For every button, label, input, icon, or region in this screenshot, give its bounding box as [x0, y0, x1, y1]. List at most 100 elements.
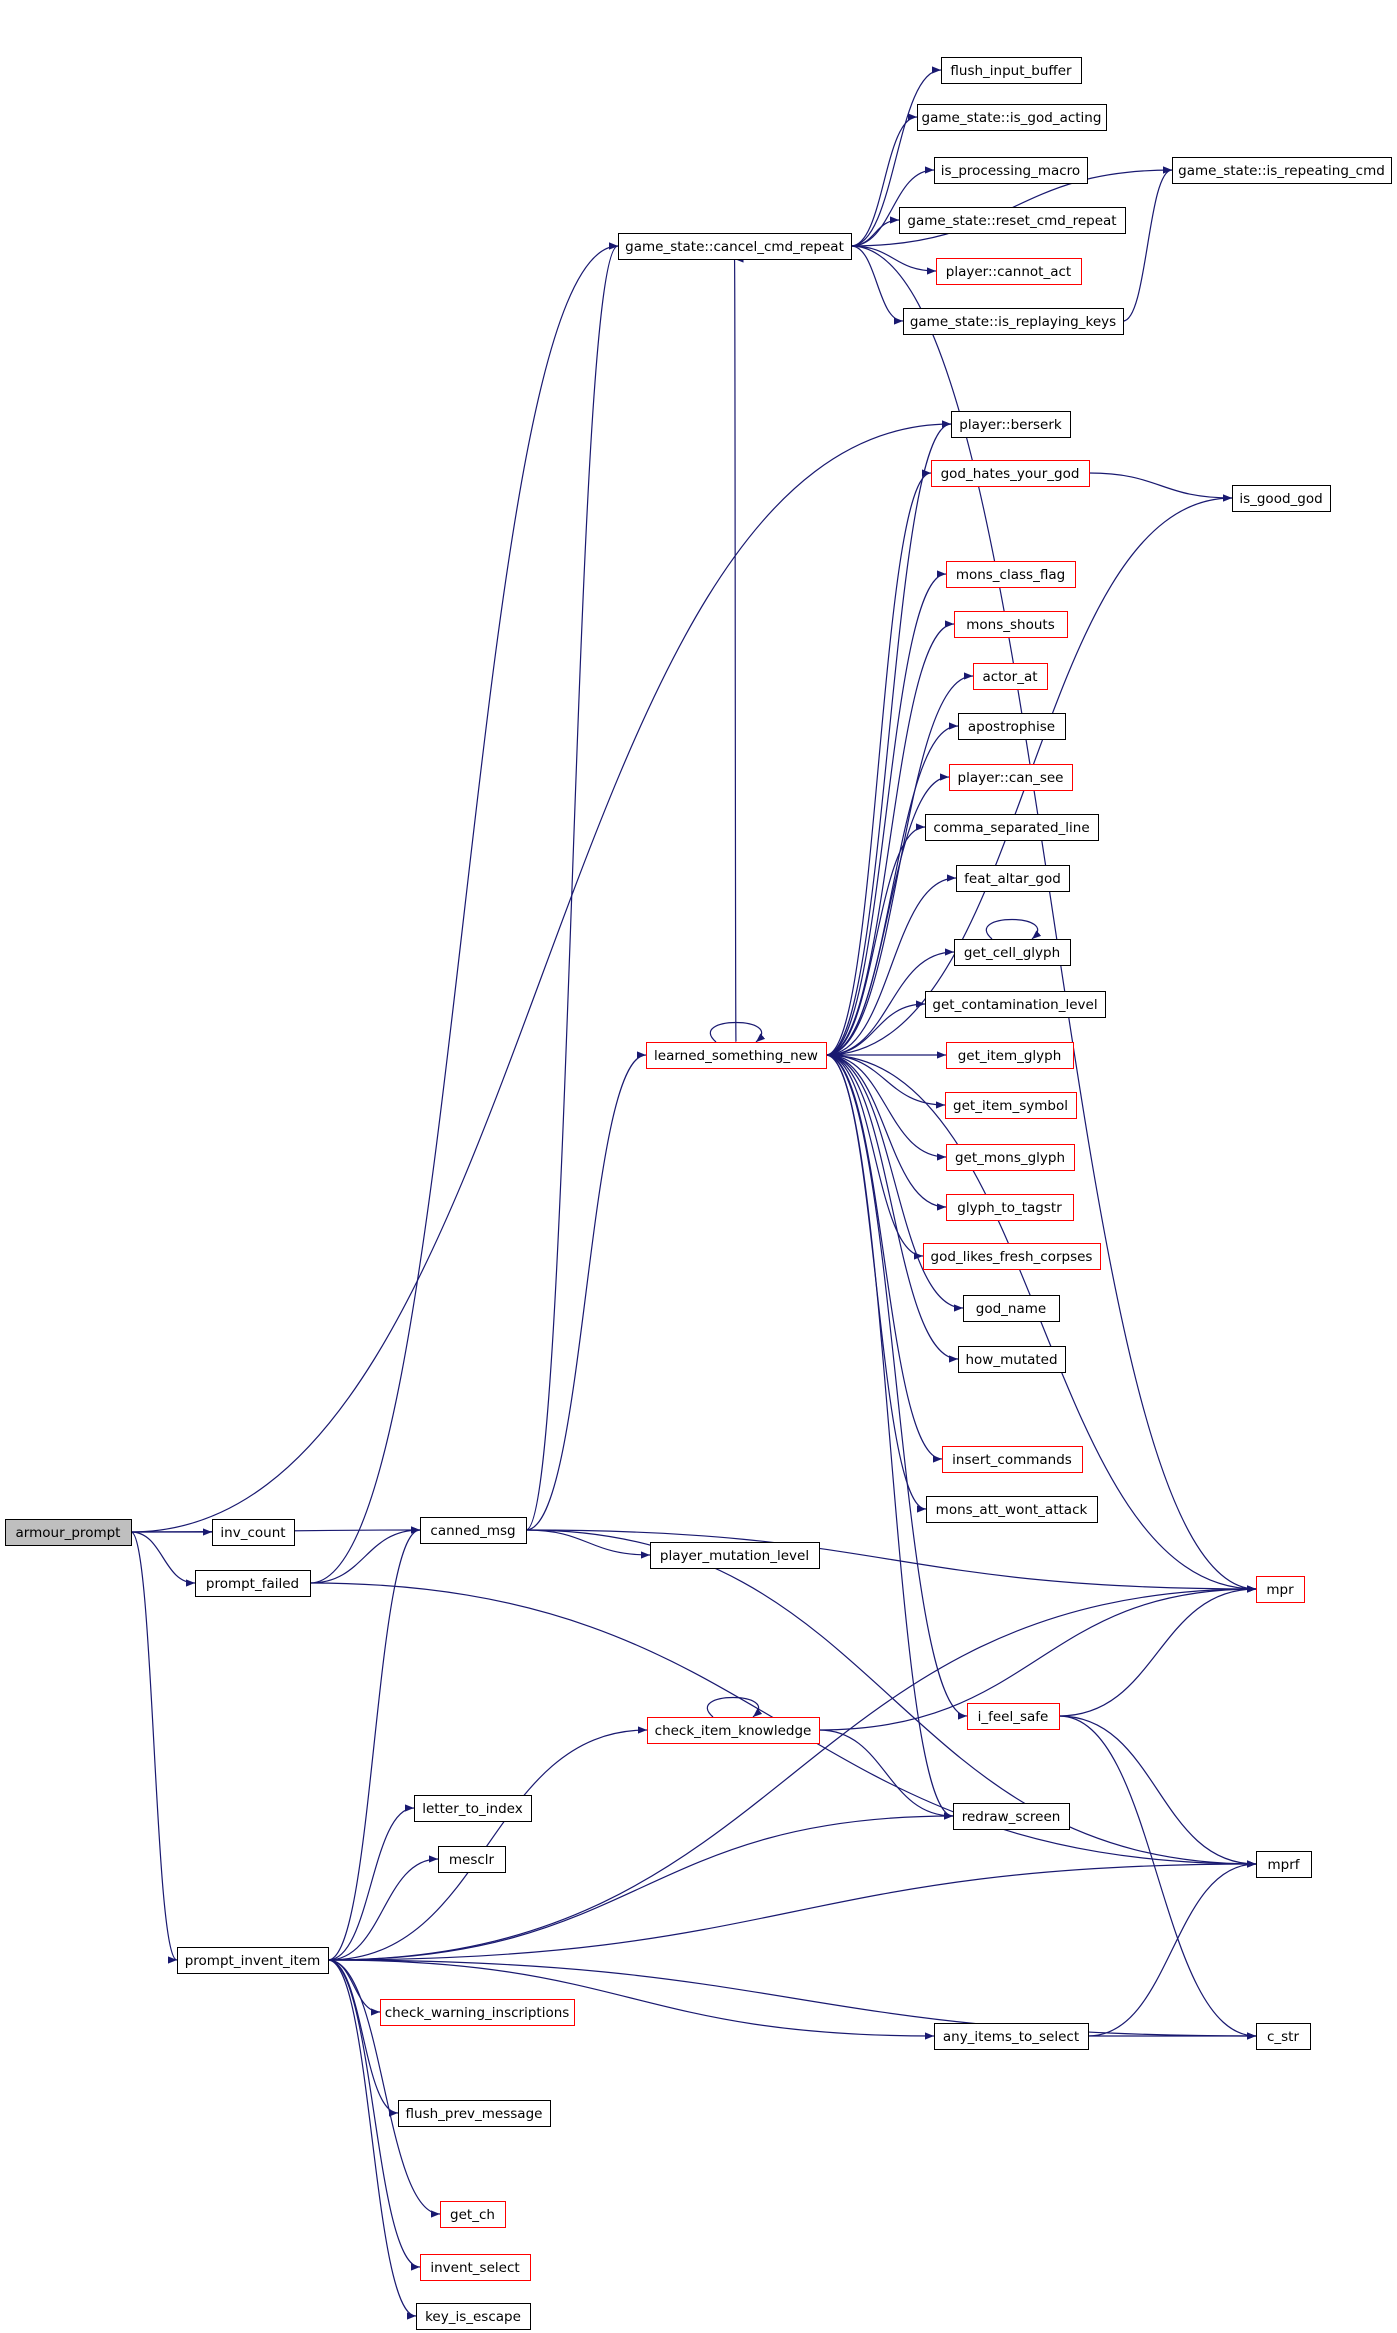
node-box — [899, 207, 1126, 234]
node-label: armour_prompt — [16, 1525, 121, 1541]
node-can-see[interactable]: player::can_see — [949, 764, 1073, 791]
node-get-item-glyph[interactable]: get_item_glyph — [946, 1042, 1074, 1069]
node-label: is_good_god — [1239, 491, 1322, 507]
node-get-mons-glyph[interactable]: get_mons_glyph — [946, 1144, 1075, 1171]
node-box — [380, 1999, 575, 2026]
node-apostrophise[interactable]: apostrophise — [958, 713, 1066, 740]
node-mprf[interactable]: mprf — [1256, 1851, 1312, 1878]
node-box — [1256, 1851, 1312, 1878]
node-box — [1172, 157, 1392, 184]
node-box — [931, 460, 1090, 487]
node-label: redraw_screen — [962, 1809, 1061, 1825]
edge-learned_something_new-to-berserk — [825, 420, 952, 1056]
node-cancel-cmd-repeat[interactable]: game_state::cancel_cmd_repeat — [618, 233, 852, 260]
node-box — [973, 663, 1048, 690]
node-is-replaying-keys[interactable]: game_state::is_replaying_keys — [903, 308, 1124, 335]
node-box — [1256, 1576, 1305, 1603]
node-box — [420, 1517, 527, 1544]
node-box — [917, 104, 1107, 131]
node-label: mons_class_flag — [956, 567, 1065, 583]
node-is-good-god[interactable]: is_good_god — [1232, 485, 1331, 512]
edge-prompt_invent_item-to-flush_prev_message — [327, 1959, 399, 2117]
node-box — [1256, 2023, 1311, 2050]
node-mons-att-wont-attack[interactable]: mons_att_wont_attack — [926, 1496, 1098, 1523]
node-get-ch[interactable]: get_ch — [440, 2201, 506, 2228]
node-letter-to-index[interactable]: letter_to_index — [414, 1795, 532, 1822]
node-label: prompt_failed — [206, 1576, 299, 1592]
node-box — [936, 258, 1082, 285]
node-learned-something-new[interactable]: learned_something_new — [646, 1042, 827, 1069]
node-label: get_cell_glyph — [964, 945, 1060, 961]
edge-prompt_failed-to-canned_msg — [309, 1526, 421, 1584]
node-flush-input-buffer[interactable]: flush_input_buffer — [941, 57, 1082, 84]
node-box — [926, 1496, 1098, 1523]
node-reset-cmd-repeat[interactable]: game_state::reset_cmd_repeat — [899, 207, 1126, 234]
node-prompt-failed[interactable]: prompt_failed — [195, 1570, 311, 1597]
edge-armour_prompt-to-prompt_failed — [130, 1531, 196, 1587]
node-label: god_likes_fresh_corpses — [931, 1249, 1093, 1265]
node-mpr[interactable]: mpr — [1256, 1576, 1305, 1603]
node-insert-commands[interactable]: insert_commands — [942, 1446, 1083, 1473]
edge-cancel_cmd_repeat-to-is_god_acting — [850, 113, 918, 247]
node-is-processing-macro[interactable]: is_processing_macro — [934, 157, 1088, 184]
edge-layer — [130, 66, 1257, 2320]
node-c-str[interactable]: c_str — [1256, 2023, 1311, 2050]
edge-armour_prompt-to-prompt_invent_item — [130, 1531, 178, 1964]
node-check-item-knowledge[interactable]: check_item_knowledge — [647, 1717, 820, 1744]
node-label: game_state::is_replaying_keys — [910, 314, 1116, 330]
edge-canned_msg-to-learned_something_new — [525, 1051, 647, 1531]
node-cannot-act[interactable]: player::cannot_act — [936, 258, 1082, 285]
edge-learned_something_new-to-how_mutated — [825, 1054, 959, 1363]
node-label: game_state::reset_cmd_repeat — [907, 213, 1116, 229]
node-label: game_state::is_repeating_cmd — [1178, 163, 1385, 179]
node-glyph-to-tagstr[interactable]: glyph_to_tagstr — [946, 1194, 1074, 1221]
node-redraw-screen[interactable]: redraw_screen — [953, 1803, 1070, 1830]
edge-armour_prompt-to-berserk — [130, 420, 952, 1533]
edge-canned_msg-to-mpr — [525, 1529, 1257, 1593]
edge-learned_something_new-to-insert_commands — [825, 1054, 943, 1463]
edge-learned_something_new-to-comma_separated_line — [825, 823, 926, 1056]
node-is-repeating-cmd[interactable]: game_state::is_repeating_cmd — [1172, 157, 1392, 184]
edge-prompt_invent_item-to-mesclr — [327, 1855, 439, 1961]
edge-prompt_invent_item-to-check_item_knowledge — [327, 1726, 648, 1961]
edge-cancel_cmd_repeat-to-flush_input_buffer — [850, 66, 942, 247]
edge-check_item_knowledge-to-mpr — [818, 1585, 1257, 1731]
node-god-name[interactable]: god_name — [963, 1295, 1060, 1322]
node-label: god_name — [976, 1301, 1046, 1317]
node-mesclr[interactable]: mesclr — [438, 1846, 506, 1873]
node-flush-prev-message[interactable]: flush_prev_message — [398, 2100, 551, 2127]
node-comma-separated-line[interactable]: comma_separated_line — [925, 814, 1099, 841]
node-is-god-acting[interactable]: game_state::is_god_acting — [917, 104, 1107, 131]
node-prompt-invent-item[interactable]: prompt_invent_item — [177, 1947, 329, 1974]
node-get-item-symbol[interactable]: get_item_symbol — [945, 1092, 1077, 1119]
node-god-likes-fresh-corpses[interactable]: god_likes_fresh_corpses — [923, 1243, 1101, 1270]
node-box — [956, 865, 1070, 892]
node-how-mutated[interactable]: how_mutated — [958, 1346, 1066, 1373]
node-canned-msg[interactable]: canned_msg — [420, 1517, 527, 1544]
node-any-items-to-select[interactable]: any_items_to_select — [934, 2023, 1089, 2050]
node-box — [945, 1092, 1077, 1119]
node-label: get_contamination_level — [932, 997, 1097, 1013]
node-check-warning-inscriptions[interactable]: check_warning_inscriptions — [380, 1999, 575, 2026]
node-armour-prompt: armour_prompt — [5, 1519, 132, 1546]
node-get-contamination-level[interactable]: get_contamination_level — [925, 991, 1106, 1018]
node-box — [925, 814, 1099, 841]
node-get-cell-glyph[interactable]: get_cell_glyph — [954, 939, 1071, 966]
node-mons-class-flag[interactable]: mons_class_flag — [946, 561, 1076, 588]
node-label: feat_altar_god — [964, 871, 1061, 887]
node-mons-shouts[interactable]: mons_shouts — [954, 611, 1068, 638]
node-god-hates-your-god[interactable]: god_hates_your_god — [931, 460, 1090, 487]
node-invent-select[interactable]: invent_select — [420, 2254, 531, 2281]
node-player-mutation-level[interactable]: player_mutation_level — [650, 1542, 820, 1569]
node-box — [967, 1703, 1060, 1730]
node-key-is-escape[interactable]: key_is_escape — [416, 2303, 531, 2330]
node-inv-count[interactable]: inv_count — [212, 1519, 295, 1546]
node-actor-at[interactable]: actor_at — [973, 663, 1048, 690]
node-label: player::can_see — [958, 770, 1064, 786]
node-feat-altar-god[interactable]: feat_altar_god — [956, 865, 1070, 892]
node-berserk[interactable]: player::berserk — [951, 411, 1071, 438]
node-label: get_item_symbol — [953, 1098, 1068, 1114]
node-label: mons_shouts — [966, 617, 1054, 633]
node-label: any_items_to_select — [943, 2029, 1079, 2045]
node-i-feel-safe[interactable]: i_feel_safe — [967, 1703, 1060, 1730]
